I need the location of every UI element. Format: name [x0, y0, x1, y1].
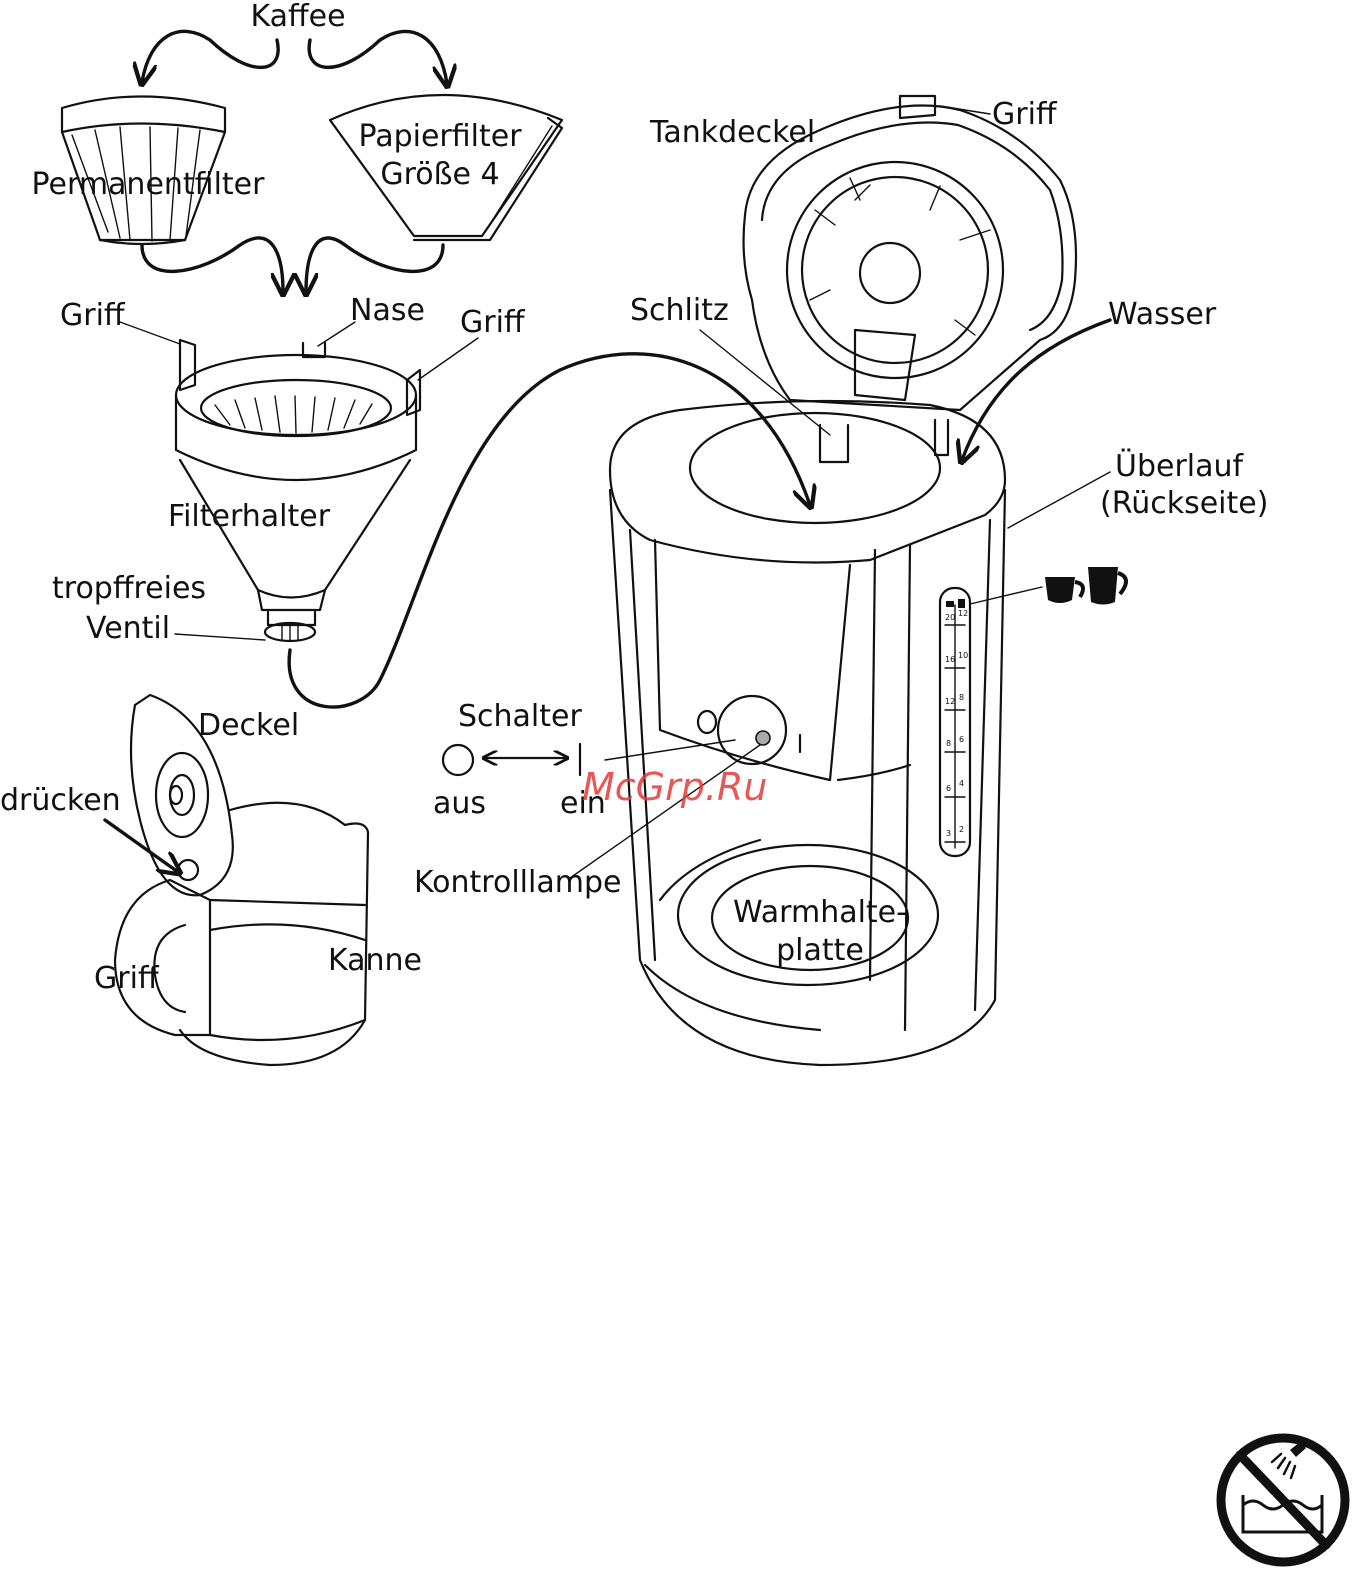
label-kanne: Kanne [328, 943, 422, 978]
scale-right-3: 6 [959, 735, 964, 744]
labels: Kaffee Permanentfilter Papierfilter Größ… [0, 0, 1268, 996]
no-immersion-icon [1221, 1438, 1345, 1562]
label-rueckseite: (Rückseite) [1100, 486, 1268, 521]
scale-right-0: 12 [958, 609, 968, 618]
label-deckel: Deckel [198, 708, 299, 743]
label-papierfilter: Papierfilter [358, 119, 522, 154]
label-schalter: Schalter [458, 699, 582, 734]
scale-right-1: 10 [958, 651, 968, 660]
label-griff-right: Griff [460, 305, 526, 340]
scale-right-5: 2 [959, 825, 964, 834]
scale-left-4: 6 [946, 784, 951, 793]
scale-left-1: 16 [945, 655, 955, 664]
label-kaffee: Kaffee [250, 0, 345, 34]
scale-left-3: 8 [946, 739, 951, 748]
label-warmhalteplatte-1: Warmhalte- [733, 895, 907, 930]
label-aus: aus [433, 786, 486, 821]
small-cup-icon [1045, 577, 1083, 603]
scale-left-5: 3 [946, 829, 951, 838]
scale-right-4: 4 [959, 779, 964, 788]
valve-to-tank-line [289, 354, 810, 707]
label-griff-left: Griff [60, 298, 126, 333]
label-griff-kanne: Griff [94, 961, 160, 996]
scale-right-2: 8 [959, 693, 964, 702]
label-ventil-2: Ventil [86, 611, 170, 646]
watermark-text: McGrp.Ru [582, 765, 767, 809]
filter-holder-drawing [176, 340, 420, 641]
label-schlitz: Schlitz [630, 293, 729, 328]
label-kontrolllampe: Kontrolllampe [414, 865, 621, 900]
switch-symbols [443, 744, 580, 775]
label-warmhalteplatte-2: platte [776, 933, 864, 968]
water-level-scale: 20 16 12 8 6 3 12 10 8 6 4 2 [945, 609, 968, 838]
label-wasser: Wasser [1108, 297, 1217, 332]
large-cup-icon [1088, 567, 1126, 605]
label-ueberlauf: Überlauf [1115, 448, 1245, 484]
label-druecken: drücken [0, 783, 121, 818]
leader-lines [105, 106, 1110, 878]
scale-left-0: 20 [945, 613, 955, 622]
label-permanentfilter: Permanentfilter [32, 167, 266, 202]
off-symbol-icon [443, 745, 473, 775]
label-nase: Nase [350, 293, 425, 328]
label-griff-top: Griff [992, 97, 1058, 132]
cup-icons [1045, 567, 1126, 605]
scale-left-2: 12 [945, 697, 955, 706]
label-filterhalter: Filterhalter [168, 499, 331, 534]
label-tankdeckel: Tankdeckel [649, 115, 815, 150]
carafe-drawing [115, 695, 368, 1065]
label-papierfilter-size: Größe 4 [380, 157, 499, 192]
label-ventil-1: tropffreies [52, 571, 206, 606]
